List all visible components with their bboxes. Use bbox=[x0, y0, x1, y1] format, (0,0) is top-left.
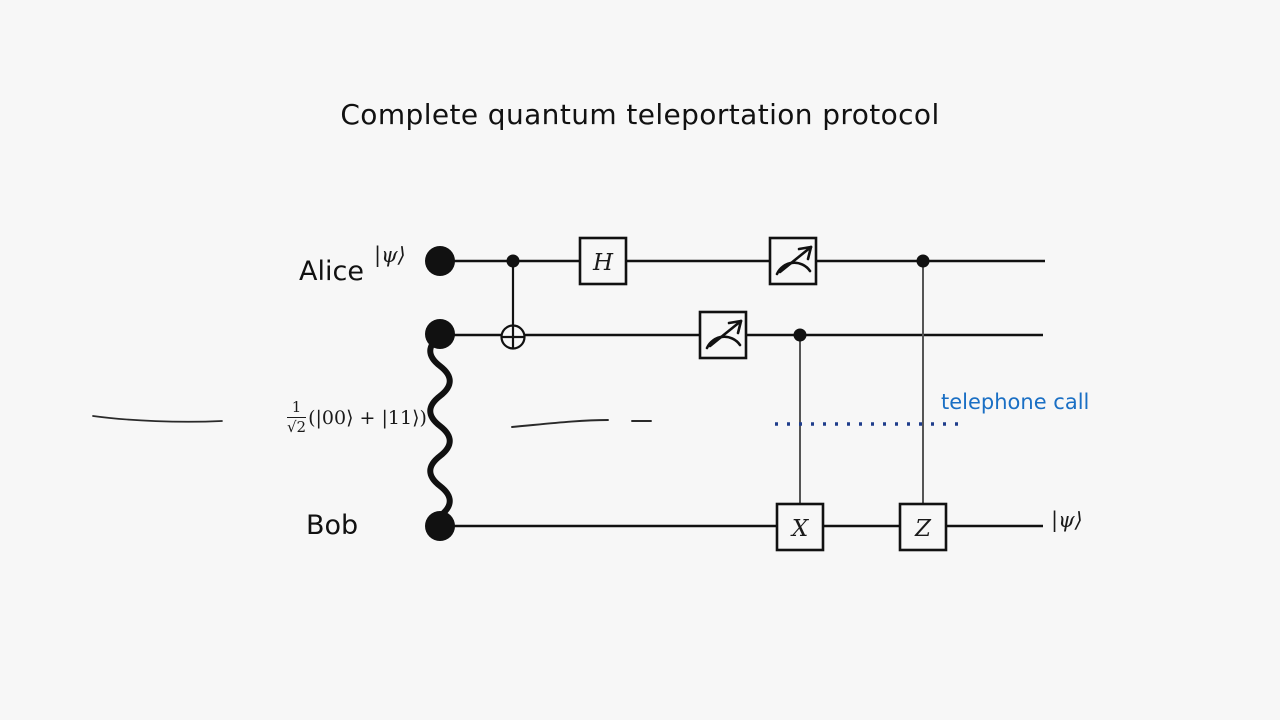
measure-arrowhead-icon-alice-1 bbox=[797, 245, 813, 261]
bell-state-expression: (|00⟩ + |11⟩) bbox=[308, 407, 427, 430]
entanglement-squiggle-icon bbox=[427, 333, 453, 530]
qubit-terminal-alice-1 bbox=[425, 246, 455, 276]
measure-needle-icon-alice-2 bbox=[708, 319, 743, 348]
measure-arc-icon-alice-1 bbox=[775, 261, 812, 276]
stray-stroke-left bbox=[92, 415, 223, 423]
gate-box-measure-alice-1[interactable] bbox=[768, 236, 818, 286]
gate-label-hadamard: H bbox=[592, 250, 614, 276]
gate-box-hadamard[interactable] bbox=[578, 236, 628, 286]
cnot-target-circle-icon bbox=[500, 324, 526, 350]
bell-state-fraction: 1 √2 bbox=[287, 399, 307, 436]
classical-control-dot-x bbox=[793, 328, 807, 342]
measure-arrowhead-icon-alice-2 bbox=[727, 319, 743, 335]
input-state-ket: |ψ⟩ bbox=[374, 243, 406, 267]
party-label-alice: Alice bbox=[299, 256, 364, 287]
bell-state-formula: 1 √2 (|00⟩ + |11⟩) bbox=[287, 399, 427, 437]
page-title: Complete quantum teleportation protocol bbox=[340, 98, 940, 131]
telephone-call-annotation: telephone call bbox=[941, 390, 1090, 414]
gate-box-pauli-z[interactable] bbox=[898, 502, 948, 552]
gate-label-pauli-z: Z bbox=[914, 516, 932, 542]
bell-state-numerator: 1 bbox=[287, 399, 307, 418]
party-label-bob: Bob bbox=[306, 510, 359, 541]
bell-state-denominator: √2 bbox=[287, 417, 307, 436]
gate-label-pauli-x: X bbox=[790, 516, 810, 542]
gate-box-pauli-x[interactable] bbox=[775, 502, 825, 552]
measure-needle-icon-alice-1 bbox=[778, 245, 813, 274]
output-state-ket: |ψ⟩ bbox=[1051, 508, 1083, 532]
qubit-terminal-bob bbox=[425, 511, 455, 541]
gate-box-measure-alice-2[interactable] bbox=[698, 310, 748, 360]
stray-stroke-middle bbox=[511, 419, 609, 428]
measure-arc-icon-alice-2 bbox=[705, 335, 742, 350]
qubit-terminal-alice-2 bbox=[425, 319, 455, 349]
classical-control-dot-z bbox=[916, 254, 930, 268]
cnot-control-dot bbox=[506, 254, 520, 268]
